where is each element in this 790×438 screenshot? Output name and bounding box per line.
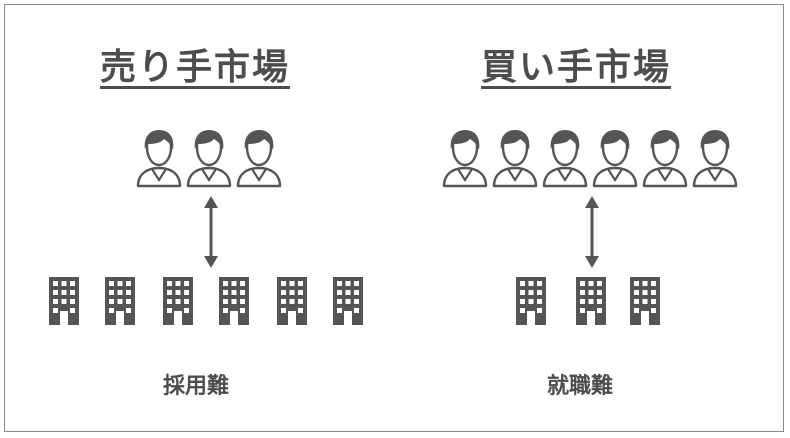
building-icon [217,275,251,327]
double-arrow-vertical-icon [203,196,219,268]
person-icon [490,128,540,188]
double-arrow-vertical-icon [584,196,600,268]
person-icon [640,128,690,188]
building-icon [275,275,309,327]
left-panel-title: 売り手市場 [100,47,291,88]
building-icon [628,275,662,327]
person-icon [540,128,590,188]
building-icon [331,275,365,327]
building-icon [161,275,195,327]
person-icon [690,128,740,188]
building-icon [574,275,608,327]
building-icon [103,275,137,327]
person-icon [134,128,184,188]
left-panel-caption: 採用難 [163,374,230,399]
person-icon [184,128,234,188]
right-panel-caption: 就職難 [547,374,614,399]
diagram-frame [4,4,784,432]
building-icon [47,275,81,327]
building-icon [514,275,548,327]
person-icon [590,128,640,188]
person-icon [440,128,490,188]
person-icon [234,128,284,188]
right-panel-title: 買い手市場 [481,47,672,88]
